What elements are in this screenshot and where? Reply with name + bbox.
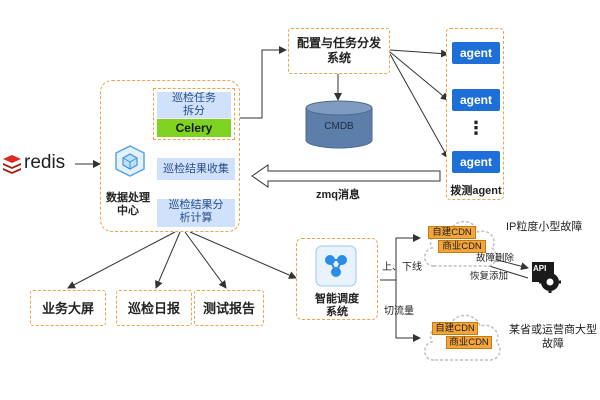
switch-traffic-label: 切流量 [384,306,414,317]
config-dispatch-system [288,28,390,74]
api-label: API [533,264,547,273]
collect-box: 巡检结果收集 [157,158,235,180]
compute-box: 巡检结果分 析计算 [157,199,235,227]
dc-to-daily-arrow [155,231,181,289]
bottom-commercial-cdn: 商业CDN [446,336,492,349]
config-to-agent1-arrow [389,49,449,58]
to-top-cdn-arrow [380,234,421,281]
config-system-label: 配置与任务分发 系统 [296,36,381,65]
redis-label: redis [24,152,66,173]
agent-ellipsis: ⋮ [467,118,485,138]
top-fault-caption: IP粒度小型故障 [506,221,583,233]
up-down-label: 上、下线 [382,262,422,273]
agent-box-1: agent [452,42,500,64]
zmq-label: zmq消息 [316,189,360,201]
bottom-self-cdn: 自建CDN [432,322,478,335]
cube-icon [115,145,145,177]
cmdb-label: CMDB [324,121,354,132]
bottom-fault-caption: 某省或运营商大型 故障 [509,324,597,350]
network-node-icon [315,245,357,287]
redis-logo: redis [2,152,74,176]
test-report-box: 测试报告 [194,290,264,326]
config-to-agent3-arrow [389,53,449,159]
zmq-hollow-arrow [251,164,441,188]
redis-icon [3,155,21,174]
business-screen-box: 业务大屏 [30,290,106,326]
agent-box-2: agent [452,89,500,111]
dc-to-config-arrow [238,46,287,119]
to-bottom-cdn-arrow [395,280,421,342]
top-self-cdn: 自建CDN [428,226,476,239]
task-split-box: 巡检任务 拆分 [157,92,231,118]
celery-box: Celery [157,119,231,137]
restore-add-label: 恢复添加 [470,271,509,282]
cmdb-database-icon [305,100,373,149]
dc-to-screen-arrow [67,231,176,289]
config-to-agent2-arrow [389,51,449,101]
dc-to-report-arrow [184,231,227,289]
scheduler-label: 智能调度 系统 [315,293,359,318]
top-commercial-cdn: 商业CDN [438,240,486,253]
fault-remove-label: 故障删除 [476,253,515,264]
dc-to-scheduler-arrow [189,231,297,279]
api-gear-icon [532,262,561,293]
agent-box-3: agent [452,151,500,173]
agent-group-label: 拨测agent [450,185,502,197]
daily-report-box: 巡检日报 [116,290,192,326]
data-center-label: 数据处理 中心 [106,192,150,217]
